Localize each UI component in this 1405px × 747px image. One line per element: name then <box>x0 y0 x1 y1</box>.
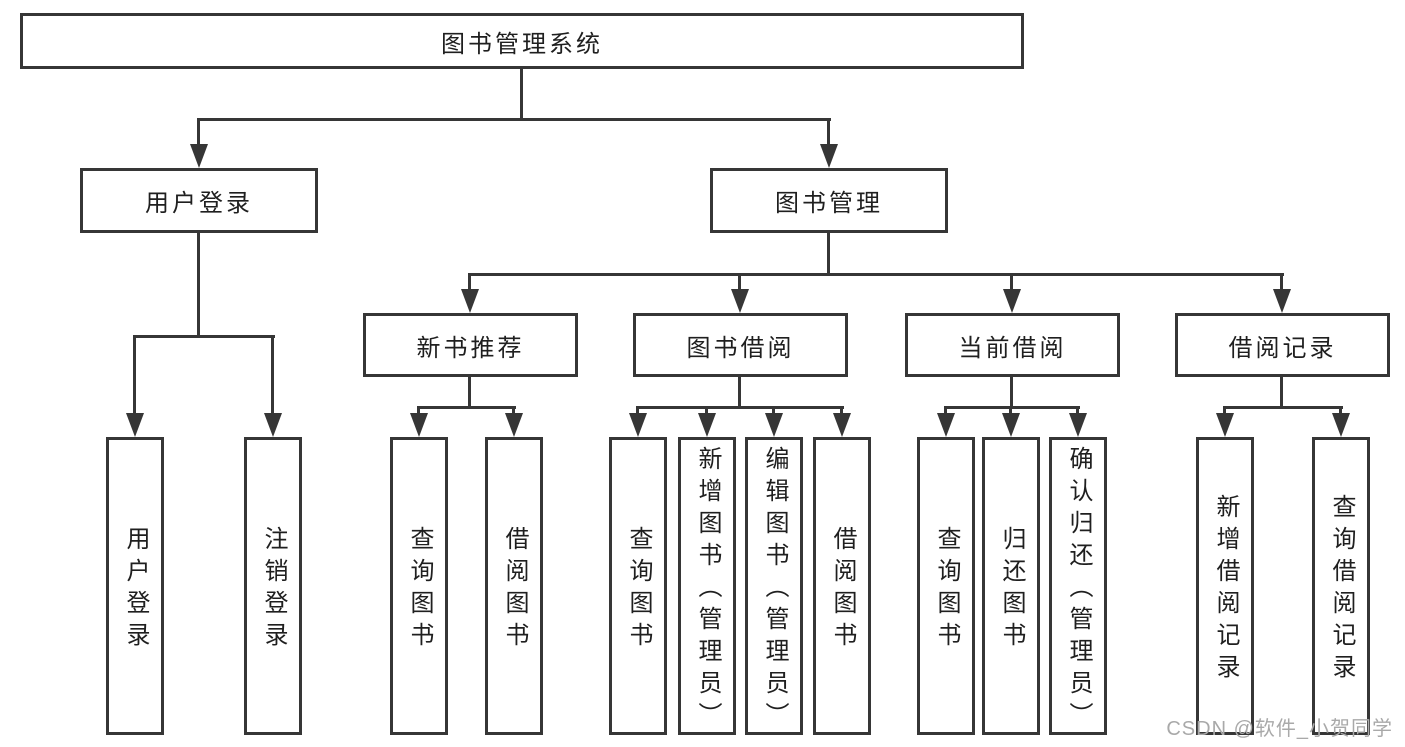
arrow-down-icon <box>629 413 647 437</box>
node-library-management-system: 图书管理系统 <box>20 13 1024 69</box>
leaf-add-borrow-record: 新增借阅记录 <box>1196 437 1254 735</box>
leaf-label: 新增图书（管理员） <box>694 446 721 734</box>
node-label: 当前借阅 <box>958 334 1067 362</box>
arrow-down-icon <box>833 413 851 437</box>
leaf-label: 查询图书 <box>406 526 433 654</box>
connector-line <box>1223 406 1343 409</box>
leaf-label: 借阅图书 <box>501 526 528 654</box>
connector-line <box>133 335 275 338</box>
leaf-label: 用户登录 <box>122 526 149 654</box>
csdn-watermark: CSDN @软件_小贺同学 <box>1166 718 1393 740</box>
arrow-down-icon <box>1332 413 1350 437</box>
arrow-down-icon <box>461 289 479 313</box>
connector-line <box>705 406 708 416</box>
connector-line <box>840 406 843 416</box>
arrow-down-icon <box>1003 289 1021 313</box>
connector-line <box>636 406 639 416</box>
arrow-down-icon <box>505 413 523 437</box>
arrow-down-icon <box>937 413 955 437</box>
arrow-down-icon <box>1216 413 1234 437</box>
arrow-down-icon <box>126 413 144 437</box>
connector-line <box>197 118 831 121</box>
arrow-down-icon <box>410 413 428 437</box>
leaf-label: 新增借阅记录 <box>1212 494 1239 686</box>
connector-line <box>1010 377 1013 408</box>
leaf-label: 注销登录 <box>260 526 287 654</box>
arrow-down-icon <box>1273 289 1291 313</box>
node-current-borrowing: 当前借阅 <box>905 313 1120 377</box>
leaf-confirm-return-admin: 确认归还（管理员） <box>1049 437 1107 735</box>
connector-line <box>827 118 830 147</box>
leaf-label: 借阅图书 <box>829 526 856 654</box>
connector-line <box>468 273 471 291</box>
leaf-label: 编辑图书（管理员） <box>761 446 788 734</box>
connector-line <box>417 406 516 409</box>
connector-line <box>468 273 1284 276</box>
arrow-down-icon <box>820 144 838 168</box>
arrow-down-icon <box>1069 413 1087 437</box>
connector-line <box>197 233 200 337</box>
node-user-login: 用户登录 <box>80 168 318 233</box>
connector-line <box>133 335 136 415</box>
node-new-book-recommend: 新书推荐 <box>363 313 578 377</box>
node-label: 图书借阅 <box>686 334 795 362</box>
connector-line <box>738 377 741 408</box>
connector-line <box>1223 406 1226 416</box>
connector-line <box>738 273 741 291</box>
leaf-user-login: 用户登录 <box>106 437 164 735</box>
connector-line <box>944 406 947 416</box>
arrow-down-icon <box>765 413 783 437</box>
arrow-down-icon <box>264 413 282 437</box>
arrow-down-icon <box>1002 413 1020 437</box>
leaf-query-books-recommend: 查询图书 <box>390 437 448 735</box>
leaf-label: 查询图书 <box>625 526 652 654</box>
leaf-borrow-books-recommend: 借阅图书 <box>485 437 543 735</box>
node-label: 图书管理 <box>775 190 883 217</box>
connector-line <box>468 377 471 408</box>
connector-line <box>827 233 830 275</box>
connector-line <box>1280 377 1283 408</box>
leaf-query-books-borrowing: 查询图书 <box>609 437 667 735</box>
connector-line <box>1009 406 1012 416</box>
leaf-query-borrow-record: 查询借阅记录 <box>1312 437 1370 735</box>
connector-line <box>636 406 844 409</box>
node-label: 用户登录 <box>145 190 253 217</box>
leaf-label: 查询借阅记录 <box>1328 494 1355 686</box>
leaf-logout: 注销登录 <box>244 437 302 735</box>
arrow-down-icon <box>698 413 716 437</box>
connector-line <box>417 406 420 416</box>
connector-line <box>512 406 515 416</box>
leaf-query-books-current: 查询图书 <box>917 437 975 735</box>
leaf-borrow-book: 借阅图书 <box>813 437 871 735</box>
connector-line <box>944 406 1080 409</box>
leaf-add-book-admin: 新增图书（管理员） <box>678 437 736 735</box>
connector-line <box>1076 406 1079 416</box>
arrow-down-icon <box>731 289 749 313</box>
node-borrowing-records: 借阅记录 <box>1175 313 1390 377</box>
leaf-label: 查询图书 <box>933 526 960 654</box>
connector-line <box>1339 406 1342 416</box>
node-book-borrowing: 图书借阅 <box>633 313 848 377</box>
node-label: 图书管理系统 <box>441 30 603 58</box>
arrow-down-icon <box>190 144 208 168</box>
connector-line <box>772 406 775 416</box>
connector-line <box>271 335 274 415</box>
connector-line <box>1280 273 1283 291</box>
node-book-management: 图书管理 <box>710 168 948 233</box>
leaf-return-book: 归还图书 <box>982 437 1040 735</box>
leaf-label: 确认归还（管理员） <box>1065 446 1092 734</box>
connector-line <box>197 118 200 147</box>
connector-line <box>1010 273 1013 291</box>
node-label: 新书推荐 <box>416 334 525 362</box>
leaf-label: 归还图书 <box>998 526 1025 654</box>
leaf-edit-book-admin: 编辑图书（管理员） <box>745 437 803 735</box>
connector-line <box>520 69 523 121</box>
node-label: 借阅记录 <box>1228 334 1337 362</box>
